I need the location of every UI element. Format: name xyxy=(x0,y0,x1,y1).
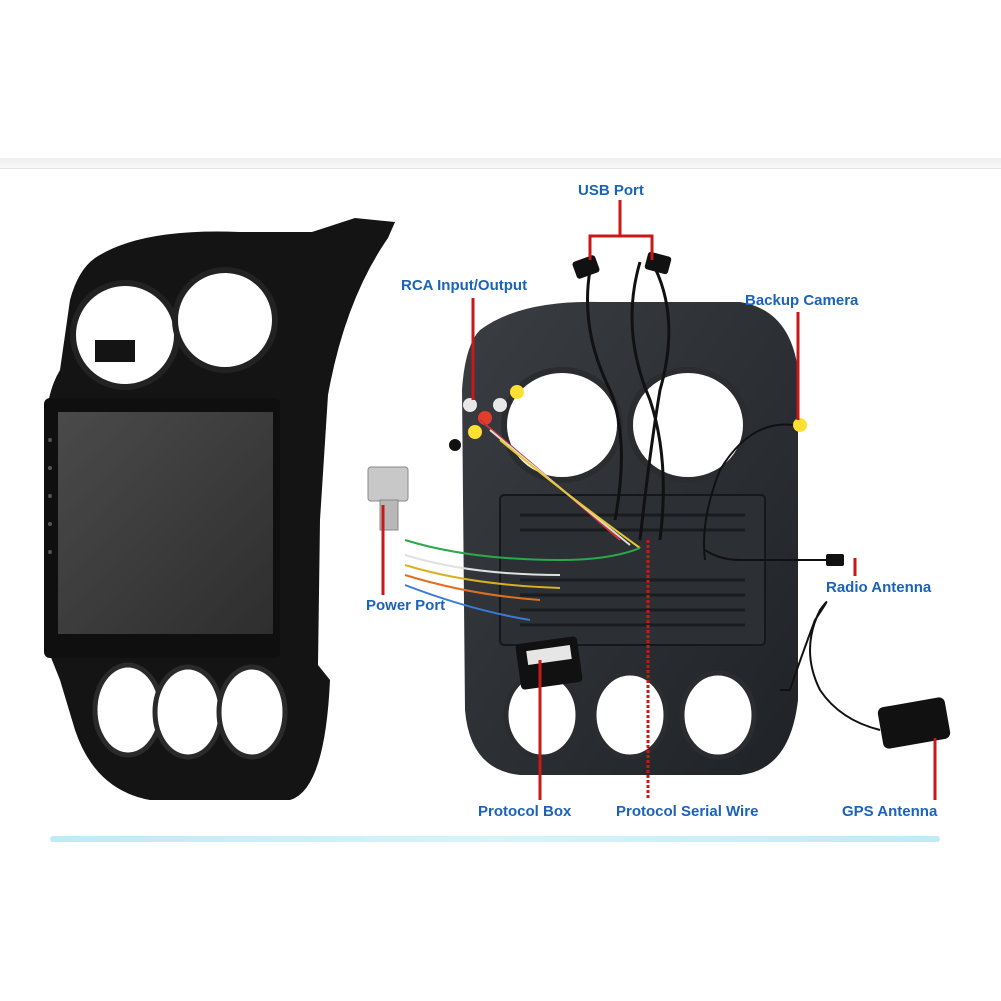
rca-plugs xyxy=(449,385,524,451)
radio-antenna-plug xyxy=(826,554,844,566)
head-unit-chassis xyxy=(499,494,766,646)
front-gauge-hole-1 xyxy=(70,280,180,390)
label-protocol-serial-wire: Protocol Serial Wire xyxy=(616,803,759,820)
gps-antenna-module xyxy=(877,697,951,749)
front-vent-hole-3 xyxy=(216,664,288,760)
top-divider xyxy=(0,158,1001,169)
usb-plug-2 xyxy=(644,251,672,275)
back-vent-hole-2 xyxy=(591,670,669,760)
usb-cables xyxy=(586,261,671,541)
label-rca-input-output: RCA Input/Output xyxy=(401,277,528,294)
leader-usb-bracket xyxy=(588,234,654,260)
usb-plug-1 xyxy=(572,255,600,279)
leader-lines xyxy=(381,200,937,800)
back-gauge-hole-2 xyxy=(627,367,749,483)
front-vent-hole-2 xyxy=(152,664,224,760)
back-vent-hole-3 xyxy=(679,670,757,760)
bottom-divider xyxy=(50,836,940,842)
label-usb-port: USB Port xyxy=(578,182,644,199)
label-power-port: Power Port xyxy=(366,597,446,614)
front-vent-hole-1 xyxy=(92,662,164,758)
label-protocol-box: Protocol Box xyxy=(478,803,572,820)
front-gauge-hole-2 xyxy=(172,267,278,373)
protocol-box xyxy=(515,636,583,690)
back-gauge-hole-1 xyxy=(501,367,623,483)
backup-camera-plug xyxy=(793,418,807,432)
chassis-vents xyxy=(520,513,745,627)
front-panel xyxy=(44,218,395,800)
label-backup-camera: Backup Camera xyxy=(745,292,859,309)
back-panel xyxy=(367,251,951,775)
front-side-buttons xyxy=(48,438,52,554)
front-screen xyxy=(58,412,273,634)
power-connector xyxy=(367,466,409,502)
label-gps-antenna: GPS Antenna xyxy=(842,803,938,820)
label-radio-antenna: Radio Antenna xyxy=(826,579,932,596)
harness-wires xyxy=(404,419,641,621)
